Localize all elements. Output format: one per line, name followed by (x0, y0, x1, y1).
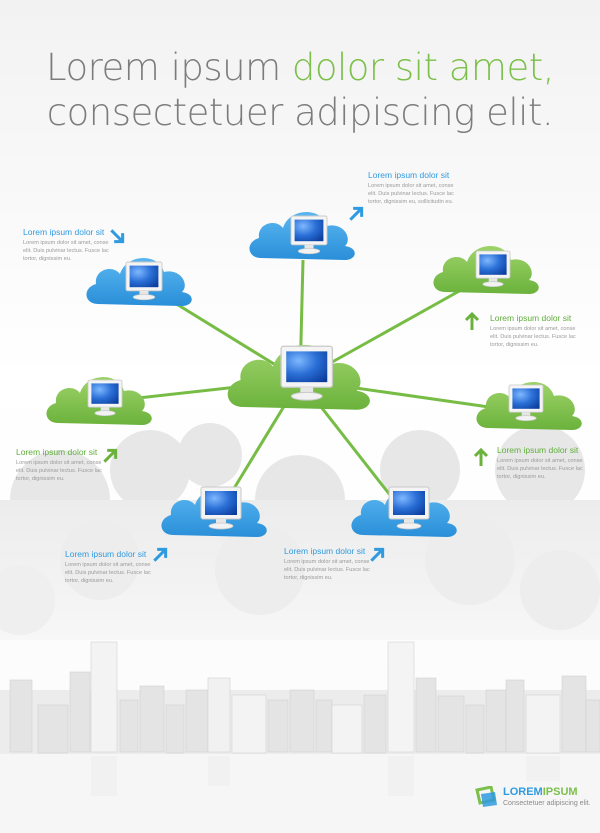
label-body-line: tortor, dignissim eu. (65, 578, 114, 584)
label-body-line: Lorem ipsum dolor sit amet, conse (16, 460, 102, 466)
label-title: Lorem ipsum dolor sit (23, 227, 105, 237)
cloud-node-top (249, 211, 355, 260)
label-body-line: tortor, dignissim eu, sollicitudin eu. (368, 199, 454, 205)
city-skyline (0, 641, 600, 755)
brand-tagline: Consectetuer adipiscing elit. (503, 800, 591, 807)
label-mid-right: Lorem ipsum dolor sit Lorem ipsum dolor … (497, 445, 597, 481)
label-body-line: elit. Duis pulvinar lectus. Fusce lac (23, 248, 109, 254)
label-body-line: elit. Duis pulvinar lectus. Fusce lac (368, 191, 454, 197)
label-body-line: Lorem ipsum dolor sit amet, conse (497, 458, 583, 464)
label-body-line: Lorem ipsum dolor sit amet, conse (23, 240, 109, 246)
arrow-icon-upper-left (110, 229, 125, 244)
label-title: Lorem ipsum dolor sit (284, 546, 366, 556)
label-body-line: elit. Duis pulvinar lectus. Fusce lac (497, 466, 583, 472)
label-body-line: tortor, dignissim eu. (497, 474, 546, 480)
label-body-line: elit. Duis pulvinar lectus. Fusce lac (65, 570, 151, 576)
background-clouds (0, 423, 600, 640)
label-body-line: Lorem ipsum dolor sit amet, conse (490, 326, 576, 332)
arrow-icon-mid-left (103, 448, 118, 463)
label-body-line: elit. Duis pulvinar lectus. Fusce lac (284, 567, 370, 573)
label-body: Lorem ipsum dolor sit amet, conse elit. … (490, 325, 600, 349)
cloud-node-upper-left (86, 257, 192, 306)
label-body-line: tortor, dignissim eu. (284, 575, 333, 581)
label-body-line: Lorem ipsum dolor sit amet, conse (65, 562, 151, 568)
label-body-line: Lorem ipsum dolor sit amet, conse (368, 183, 454, 189)
label-lower-right: Lorem ipsum dolor sit Lorem ipsum dolor … (284, 546, 402, 582)
brand-logo-icon (475, 786, 497, 807)
label-title: Lorem ipsum dolor sit (368, 170, 450, 180)
label-top: Lorem ipsum dolor sit Lorem ipsum dolor … (368, 170, 486, 206)
headline-line-2: consectetuer adipiscing elit. (46, 91, 554, 134)
label-body: Lorem ipsum dolor sit amet, conse elit. … (23, 239, 141, 263)
label-body-line: elit. Duis pulvinar lectus. Fusce lac (490, 334, 576, 340)
cloud-node-mid-right (476, 381, 582, 430)
cloud-node-upper-right (433, 245, 539, 294)
arrow-icon-lower-left (153, 547, 168, 562)
label-body-line: elit. Duis pulvinar lectus. Fusce lac (16, 468, 102, 474)
cloud-node-mid-left (46, 376, 152, 425)
headline-gray-part: Lorem ipsum (46, 46, 292, 89)
brand-name: LOREMIPSUM (503, 786, 578, 798)
label-body: Lorem ipsum dolor sit amet, conse elit. … (284, 558, 402, 582)
skyline-reflection (0, 754, 600, 833)
label-body-line: tortor, dignissim eu. (23, 256, 72, 262)
arrow-icon-lower-right (370, 547, 385, 562)
arrow-icon-top (349, 206, 364, 221)
label-upper-left: Lorem ipsum dolor sit Lorem ipsum dolor … (23, 227, 141, 263)
label-body-line: tortor, dignissim eu. (490, 342, 539, 348)
label-lower-left: Lorem ipsum dolor sit Lorem ipsum dolor … (65, 549, 183, 585)
label-upper-right: Lorem ipsum dolor sit Lorem ipsum dolor … (490, 313, 600, 349)
label-body: Lorem ipsum dolor sit amet, conse elit. … (368, 182, 486, 206)
brand-name-part-2: IPSUM (542, 786, 578, 798)
headline-line-1: Lorem ipsum dolor sit amet, (0, 46, 600, 90)
label-body-line: tortor, dignissim eu. (16, 476, 65, 482)
headline-green-part: dolor sit amet, (291, 46, 555, 89)
label-body: Lorem ipsum dolor sit amet, conse elit. … (16, 459, 134, 483)
label-title: Lorem ipsum dolor sit (497, 445, 579, 455)
arrow-icon-mid-right (473, 447, 489, 466)
label-mid-left: Lorem ipsum dolor sit Lorem ipsum dolor … (16, 447, 134, 483)
label-body: Lorem ipsum dolor sit amet, conse elit. … (497, 457, 597, 481)
label-body: Lorem ipsum dolor sit amet, conse elit. … (65, 561, 183, 585)
label-title: Lorem ipsum dolor sit (490, 313, 572, 323)
brand-name-part-1: LOREM (503, 786, 543, 798)
arrow-icon-upper-right (464, 311, 480, 330)
label-body-line: Lorem ipsum dolor sit amet, conse (284, 559, 370, 565)
label-title: Lorem ipsum dolor sit (16, 447, 98, 457)
label-title: Lorem ipsum dolor sit (65, 549, 147, 559)
